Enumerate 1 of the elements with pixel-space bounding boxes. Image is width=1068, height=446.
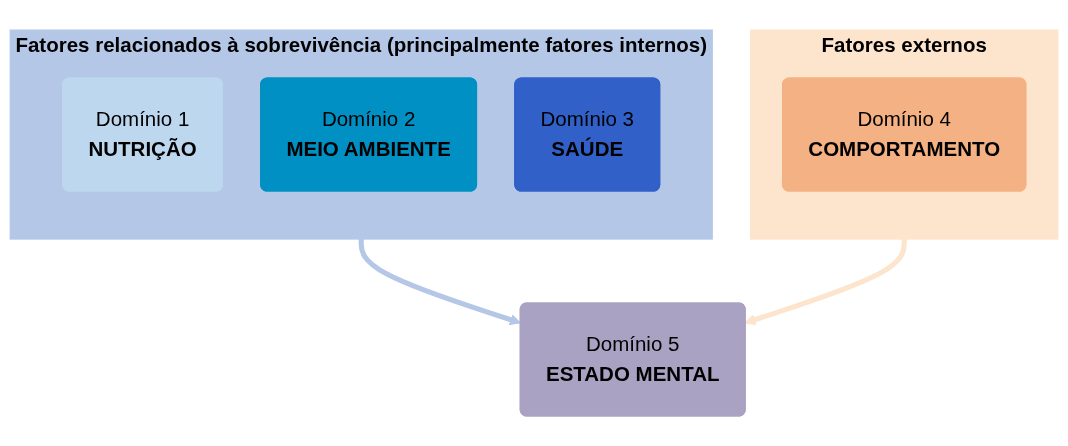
arrow <box>358 239 521 326</box>
